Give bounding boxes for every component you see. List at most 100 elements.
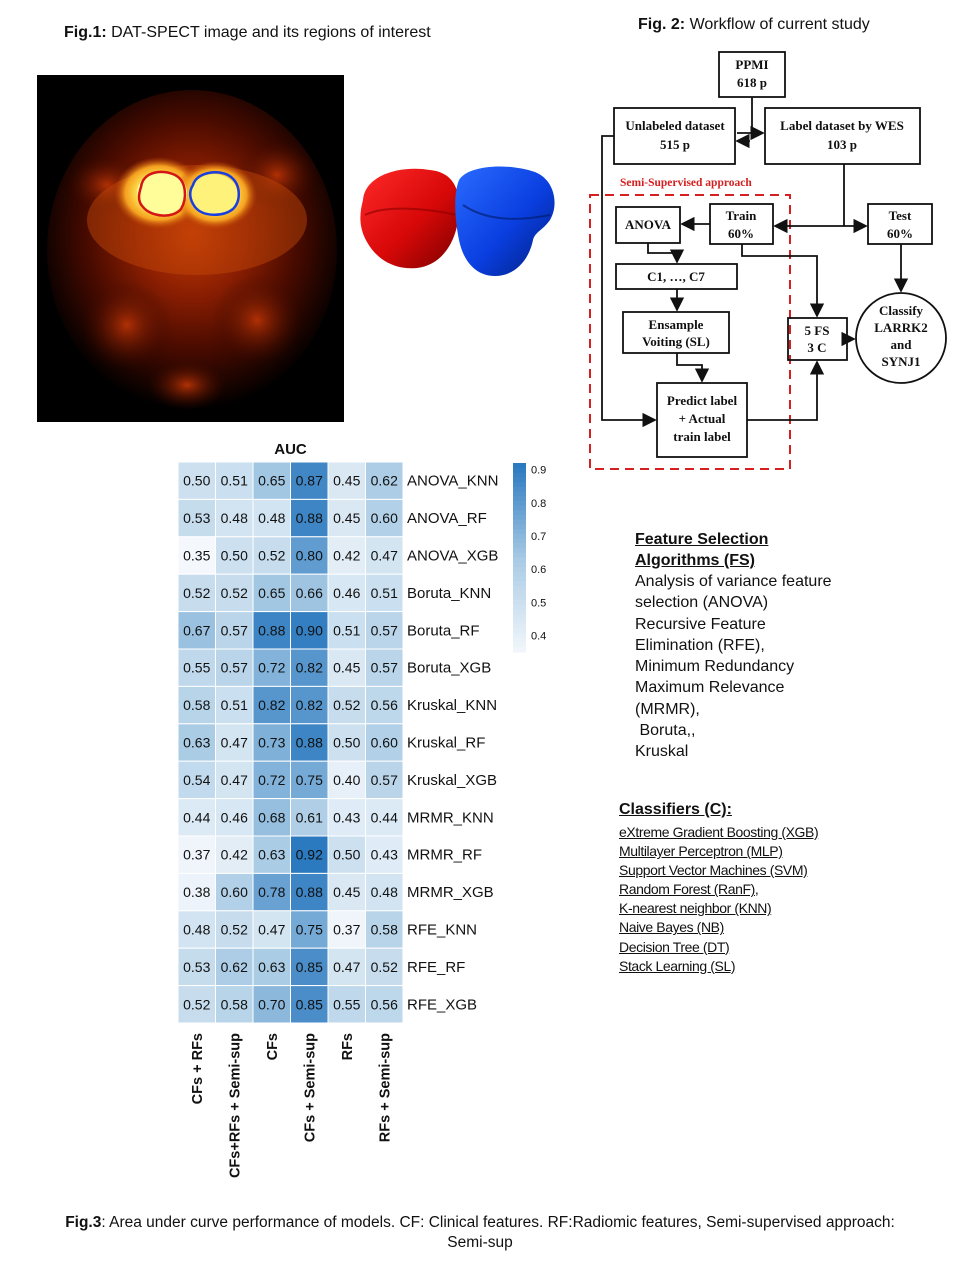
heatmap-cell [290, 573, 329, 613]
heatmap-cell [365, 835, 404, 874]
train-pct: 60% [728, 226, 754, 241]
fig3-text: : Area under curve performance of models… [101, 1214, 895, 1251]
colorbar-segment [513, 604, 526, 611]
cell-value: 0.54 [183, 772, 210, 788]
colorbar-segment [513, 524, 526, 530]
cell-value: 0.42 [333, 548, 360, 564]
classifier-item: Random Forest (RanF), [619, 881, 759, 898]
cell-value: 0.57 [371, 660, 398, 676]
cell-value: 0.57 [221, 622, 248, 638]
colorbar-segment [513, 628, 526, 634]
cell-value: 0.45 [333, 510, 360, 526]
colorbar-segment [513, 463, 526, 469]
colorbar-segment [513, 571, 526, 577]
cell-value: 0.70 [258, 996, 285, 1012]
colorbar-segment [513, 467, 526, 474]
classifier-item: Decision Tree (DT) [619, 938, 730, 955]
colorbar-segment [513, 500, 526, 507]
cell-value: 0.72 [258, 660, 285, 676]
heatmap-cell [290, 947, 329, 987]
heatmap-cell [327, 573, 366, 613]
cell-value: 0.58 [183, 697, 210, 713]
colorbar-segment [513, 538, 526, 544]
colorbar-tick: 0.5 [531, 597, 546, 609]
classifier-item: eXtreme Gradient Boosting (XGB) [619, 824, 819, 840]
fig2-label: Fig. 2: [638, 16, 686, 33]
fs-heading: Feature Selection Algorithms (FS) [635, 529, 835, 571]
colorbar-segment [513, 543, 526, 549]
heatmap-cell [252, 498, 291, 538]
cell-value: 0.56 [371, 996, 398, 1012]
unlabeled-label: Unlabeled dataset [625, 118, 725, 133]
classifier-item: Support Vector Machines (SVM) [619, 862, 808, 879]
row-label: MRMR_RF [407, 847, 482, 864]
row-label: ANOVA_XGB [407, 548, 498, 565]
heatmap-cell [365, 910, 404, 949]
fs-heading-line1: Feature Selection [635, 531, 769, 548]
heatmap-cell [215, 498, 254, 538]
row-label: RFE_RF [407, 959, 465, 976]
cell-value: 0.47 [221, 772, 248, 788]
row-label: Boruta_RF [407, 622, 480, 639]
cell-value: 0.88 [296, 510, 323, 526]
colorbar-segment [513, 595, 526, 601]
labeled-count: 103 p [827, 137, 857, 152]
heatmap-cell [327, 498, 366, 538]
colorbar-segment [513, 552, 526, 559]
cell-value: 0.43 [333, 809, 360, 825]
cell-value: 0.88 [296, 735, 323, 751]
colorbar-segment [513, 590, 526, 596]
cell-value: 0.66 [296, 585, 323, 601]
cell-value: 0.42 [221, 847, 248, 863]
cell-value: 0.72 [258, 772, 285, 788]
row-label: MRMR_XGB [407, 884, 494, 901]
anova-label: ANOVA [625, 217, 672, 232]
cell-value: 0.45 [333, 884, 360, 900]
heatmap-cell [365, 685, 404, 725]
cell-value: 0.62 [221, 959, 248, 975]
heatmap-cell [290, 648, 329, 687]
classifier-item: K-nearest neighbor (KNN) [619, 900, 772, 917]
cell-value: 0.46 [221, 809, 248, 825]
cell-value: 0.62 [371, 473, 398, 489]
heatmap-cell [177, 723, 216, 762]
fs-line: Kruskal [635, 743, 689, 761]
test-node [867, 203, 933, 245]
heatmap-cell [327, 461, 366, 500]
cell-value: 0.80 [296, 548, 323, 564]
heatmap-cell [365, 573, 404, 613]
c-label: 3 C [807, 340, 826, 355]
cell-value: 0.50 [183, 473, 210, 489]
colorbar-segment [513, 519, 526, 526]
fs-line: Analysis of variance feature [635, 573, 832, 590]
cell-value: 0.44 [371, 809, 398, 825]
fs-line: selection (ANOVA) [635, 594, 769, 612]
cell-value: 0.50 [221, 548, 248, 564]
cell-value: 0.57 [221, 660, 248, 676]
cell-value: 0.60 [371, 510, 398, 526]
heatmap-cell [327, 947, 366, 987]
colorbar-tick: 0.8 [531, 498, 546, 510]
cell-value: 0.90 [296, 622, 323, 638]
cell-value: 0.52 [258, 548, 285, 564]
colorbar-segment [513, 491, 526, 497]
row-label: RFE_XGB [407, 996, 477, 1013]
cell-value: 0.75 [296, 772, 323, 788]
colorbar-tick: 0.9 [531, 465, 546, 477]
cell-value: 0.82 [296, 697, 323, 713]
cell-value: 0.88 [258, 622, 285, 638]
colorbar-segment [513, 477, 526, 483]
heatmap-cell [365, 872, 404, 912]
semi-supervised-boundary [589, 194, 791, 470]
classify-node [855, 292, 947, 384]
heatmap-cell [290, 798, 329, 837]
heatmap-cell [177, 498, 216, 538]
cell-value: 0.37 [183, 847, 210, 863]
colorbar-tick: 0.6 [531, 564, 546, 576]
cell-value: 0.52 [221, 585, 248, 601]
cell-value: 0.65 [258, 585, 285, 601]
cell-value: 0.60 [371, 735, 398, 751]
colorbar-segment [513, 533, 526, 540]
column-label: CFs + RFs [190, 1033, 206, 1104]
cell-value: 0.38 [183, 884, 210, 900]
